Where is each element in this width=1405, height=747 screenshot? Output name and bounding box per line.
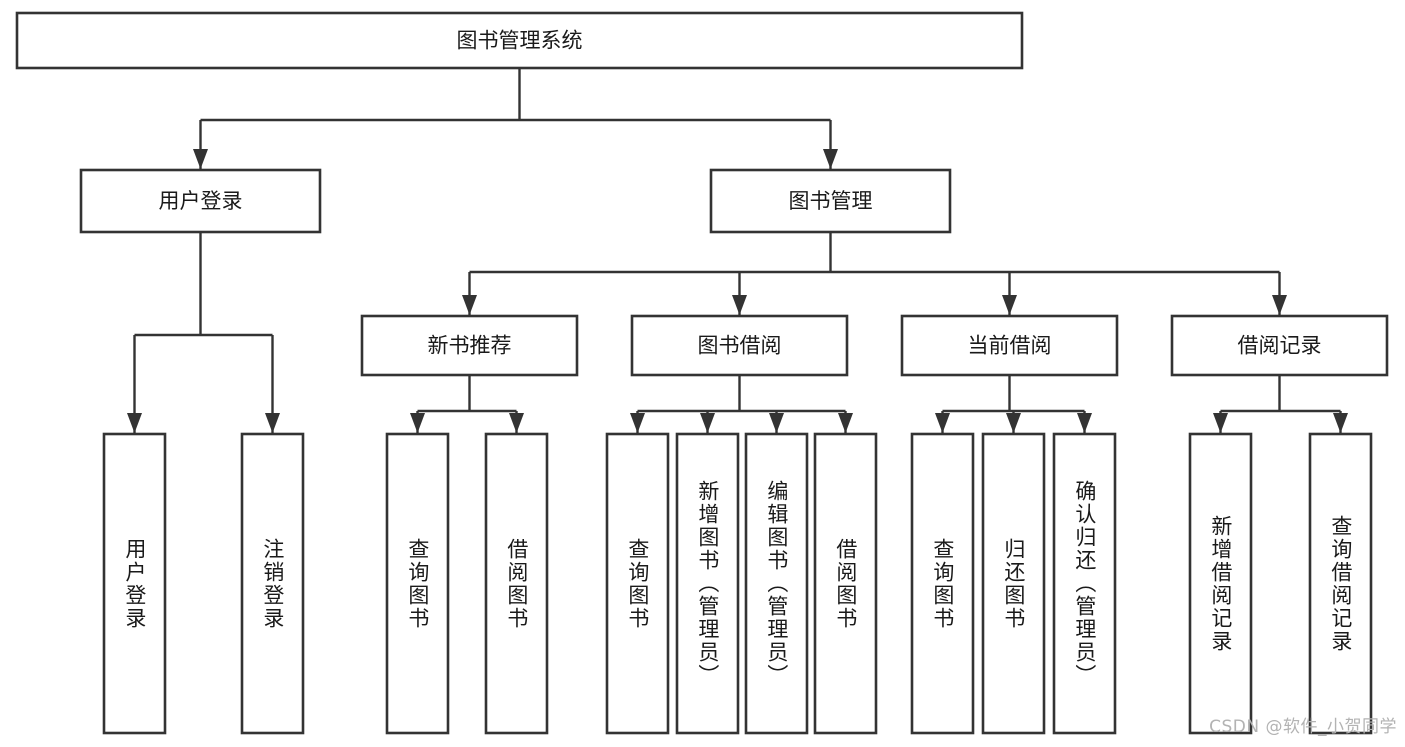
- arrow-head-leaf-edit-book-admin: [769, 413, 784, 433]
- arrow-head-leaf-user-logout: [265, 413, 280, 433]
- node-user-login-label: 用户登录: [159, 189, 243, 213]
- node-leaf-borrow-book-recommend[interactable]: [484, 432, 549, 735]
- arrow-head-borrow-record: [1272, 295, 1287, 315]
- node-leaf-borrow-book[interactable]: [813, 432, 878, 735]
- node-leaf-query-borrow-record[interactable]: [1308, 432, 1373, 735]
- arrow-head-leaf-return-book: [1006, 413, 1021, 433]
- node-new-book-recommend[interactable]: [360, 314, 579, 377]
- node-leaf-return-book[interactable]: [981, 432, 1046, 735]
- node-leaf-user-login[interactable]: [102, 432, 167, 735]
- arrow-head-book-management: [823, 149, 838, 169]
- arrow-head-leaf-add-book-admin: [700, 413, 715, 433]
- arrow-head-current-borrow: [1002, 295, 1017, 315]
- arrow-head-book-borrow: [732, 295, 747, 315]
- node-borrow-record-label: 借阅记录: [1238, 334, 1322, 358]
- node-current-borrow[interactable]: [900, 314, 1119, 377]
- node-book-borrow-label: 图书借阅: [698, 334, 782, 358]
- node-leaf-confirm-return-admin[interactable]: [1052, 432, 1117, 735]
- node-leaf-add-borrow-record[interactable]: [1188, 432, 1253, 735]
- arrow-head-user-login: [193, 149, 208, 169]
- watermark-text: CSDN @软件_小贺同学: [1209, 717, 1397, 737]
- node-borrow-record[interactable]: [1170, 314, 1389, 377]
- node-boxes-layer: [15, 11, 1389, 735]
- node-book-management-label: 图书管理: [789, 189, 873, 213]
- arrow-head-leaf-query-book-borrow: [630, 413, 645, 433]
- arrow-head-leaf-borrow-book-recommend: [509, 413, 524, 433]
- arrow-head-leaf-query-book-recommend: [410, 413, 425, 433]
- arrow-head-leaf-query-book-current: [935, 413, 950, 433]
- node-root[interactable]: [15, 11, 1024, 70]
- node-current-borrow-label: 当前借阅: [968, 334, 1052, 358]
- node-user-login[interactable]: [79, 168, 322, 234]
- node-leaf-user-logout[interactable]: [240, 432, 305, 735]
- node-book-borrow[interactable]: [630, 314, 849, 377]
- arrow-head-leaf-user-login: [127, 413, 142, 433]
- arrow-head-leaf-confirm-return-admin: [1077, 413, 1092, 433]
- node-leaf-query-book-borrow[interactable]: [605, 432, 670, 735]
- node-leaf-query-book-current[interactable]: [910, 432, 975, 735]
- node-new-book-recommend-label: 新书推荐: [428, 334, 512, 358]
- arrow-head-new-book-recommend: [462, 295, 477, 315]
- arrow-head-leaf-add-borrow-record: [1213, 413, 1228, 433]
- node-root-label: 图书管理系统: [457, 29, 583, 53]
- node-leaf-add-book-admin[interactable]: [675, 432, 740, 735]
- node-book-management[interactable]: [709, 168, 952, 234]
- arrow-head-leaf-query-borrow-record: [1333, 413, 1348, 433]
- arrow-head-leaf-borrow-book: [838, 413, 853, 433]
- node-leaf-edit-book-admin[interactable]: [744, 432, 809, 735]
- connectors-layer: [127, 68, 1348, 433]
- node-leaf-query-book-recommend[interactable]: [385, 432, 450, 735]
